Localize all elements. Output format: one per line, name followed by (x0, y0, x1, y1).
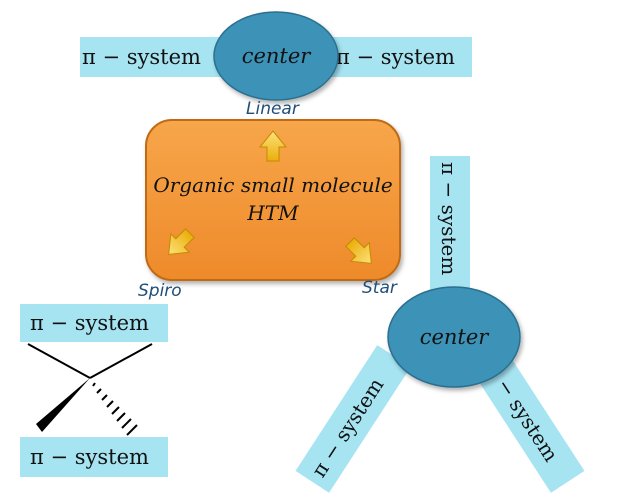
linear-center-ellipse (213, 11, 339, 101)
core-box: Organic small molecule HTM (145, 119, 401, 281)
core-title-line1: Organic small molecule (153, 173, 392, 197)
core-title-line2: HTM (246, 201, 299, 225)
spiro-wedge-bond (36, 378, 90, 432)
linear-structure: π − system π − system center (80, 11, 472, 101)
core-rounded-rect (145, 119, 401, 281)
linear-left-pi-system-box (80, 37, 230, 77)
star-top-pi-system-label: π − system (437, 162, 461, 275)
star-center-label: center (420, 325, 491, 349)
star-left-pi-system-box (295, 345, 411, 493)
spiro-bond-upper-left (27, 343, 91, 379)
linear-right-pi-system-box (322, 37, 472, 77)
linear-right-pi-system-label: π − system (336, 45, 455, 69)
linear-center-label: center (242, 44, 313, 68)
spiro-bottom-pi-system-box (20, 437, 168, 477)
category-spiro-label: Spiro (138, 281, 182, 301)
spiro-top-pi-system-label: π − system (30, 311, 149, 335)
spiro-bond-upper-right (89, 343, 153, 379)
spiro-hashed-bond (92, 382, 138, 436)
arrow-up-icon (258, 130, 288, 162)
category-star-label: Star (362, 278, 398, 298)
linear-left-pi-system-label: π − system (82, 45, 201, 69)
spiro-top-pi-system-box (20, 304, 168, 342)
category-linear-label: Linear (246, 99, 300, 119)
arrow-down-right-icon (345, 237, 372, 264)
star-center-ellipse (387, 286, 521, 388)
arrow-down-left-icon (168, 228, 195, 255)
star-left-pi-system-label: π − system (307, 374, 389, 482)
spiro-structure: π − system π − system (20, 304, 168, 477)
star-right-pi-system-box (469, 345, 585, 493)
spiro-bottom-pi-system-label: π − system (30, 445, 149, 469)
